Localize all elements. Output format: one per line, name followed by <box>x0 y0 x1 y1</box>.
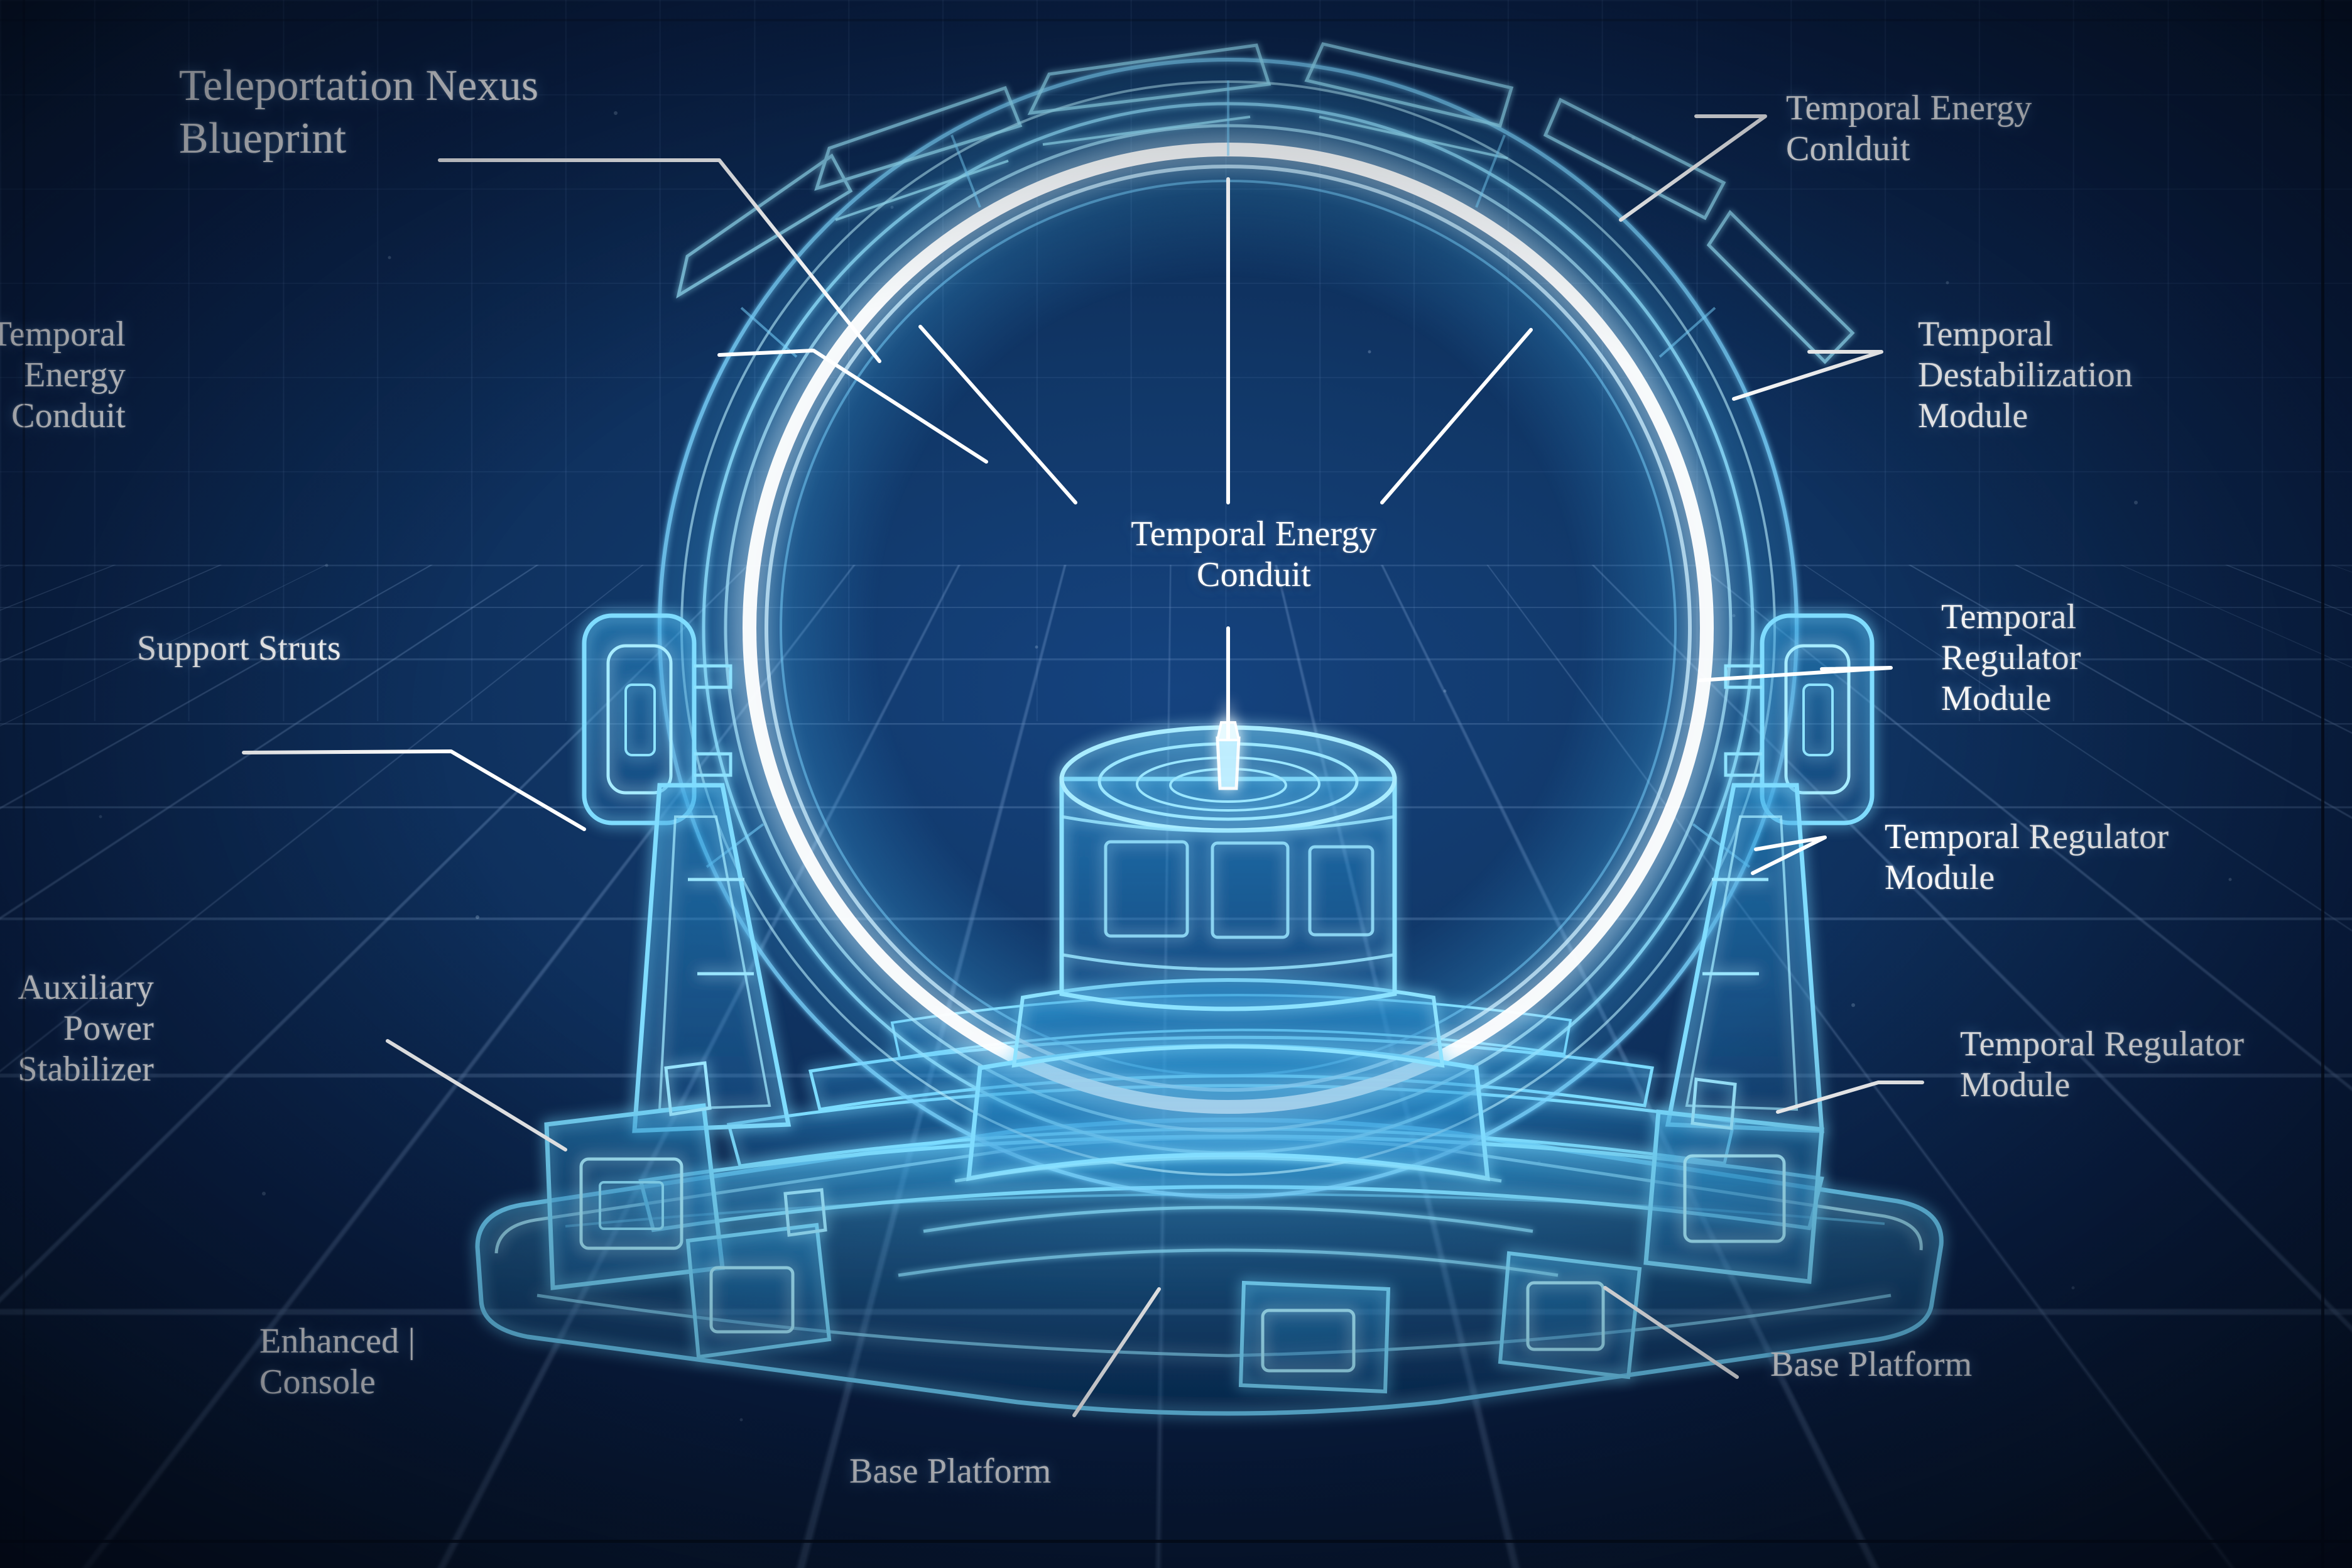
vignette-overlay <box>0 0 2352 1568</box>
blueprint-canvas: Teleportation Nexus BlueprintTemporal En… <box>0 0 2352 1568</box>
